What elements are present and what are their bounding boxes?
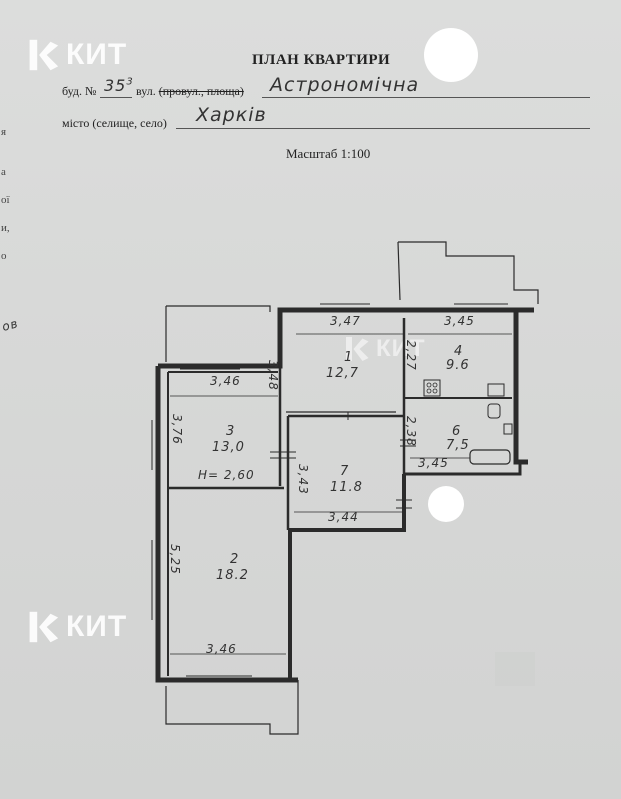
- brand-name: КИТ: [376, 335, 426, 362]
- building-underline: [100, 97, 132, 98]
- redaction-circle: [424, 28, 478, 82]
- room-3-number: 3: [226, 424, 236, 439]
- brand-name: КИТ: [66, 38, 128, 71]
- room-1-area: 12,7: [326, 366, 359, 381]
- dimension-label: 3,45: [418, 456, 449, 470]
- building-number: 353: [104, 76, 134, 95]
- brand-logo-center: КИТ: [340, 334, 426, 364]
- dimension-label: 3,48: [266, 360, 280, 391]
- room-7-area: 11.8: [330, 480, 363, 495]
- dimension-label: 3,76: [170, 414, 184, 445]
- dimension-label: 3,46: [206, 642, 237, 656]
- room-2-area: 18.2: [216, 568, 249, 583]
- room-6-area: 7,5: [446, 438, 470, 453]
- room-6-number: 6: [452, 424, 462, 439]
- room-4-number: 4: [454, 344, 464, 359]
- city-label: місто (селище, село): [62, 116, 167, 130]
- margin-text: ої: [1, 194, 10, 206]
- dimension-label: 3,47: [330, 314, 361, 328]
- dimension-label: 3,44: [328, 510, 359, 524]
- margin-text: я: [1, 126, 7, 138]
- city-value: Харків: [196, 104, 267, 126]
- street-value: Астрономічна: [270, 74, 420, 96]
- redaction-circle: [428, 486, 464, 522]
- street-label: вул. (провул., площа): [136, 84, 244, 98]
- scale-label: Масштаб 1:100: [286, 146, 371, 161]
- room-3-area: 13,0: [212, 440, 245, 455]
- building-label: буд. №: [62, 84, 97, 98]
- dimension-label: 3,45: [444, 314, 475, 328]
- brand-logo-bottom: КИТ: [22, 608, 127, 646]
- kit-logo-icon: [346, 337, 369, 361]
- dimension-label: 3,43: [296, 464, 310, 495]
- dimension-label: 2,38: [404, 416, 418, 447]
- dimension-label: 3,46: [210, 374, 241, 388]
- brand-logo: КИТ: [22, 36, 127, 74]
- dimension-label: 5,25: [168, 544, 182, 575]
- dimension-label: 2,27: [404, 340, 418, 371]
- page-title: ПЛАН КВАРТИРИ: [252, 52, 391, 68]
- kit-logo-icon: [29, 39, 59, 71]
- room-4-area: 9.6: [446, 358, 470, 373]
- ceiling-height-label: Н= 2,60: [198, 468, 255, 482]
- room-2-number: 2: [230, 552, 240, 567]
- brand-name: КИТ: [66, 610, 128, 643]
- margin-text: и,: [1, 222, 10, 234]
- room-7-number: 7: [340, 464, 350, 479]
- city-underline: [176, 128, 590, 129]
- faded-mark: [495, 652, 535, 686]
- room-1-number: 1: [344, 350, 354, 365]
- kit-logo-icon: [29, 611, 59, 643]
- margin-text: о: [1, 250, 7, 262]
- margin-text: а: [1, 166, 6, 178]
- street-underline: [262, 97, 590, 98]
